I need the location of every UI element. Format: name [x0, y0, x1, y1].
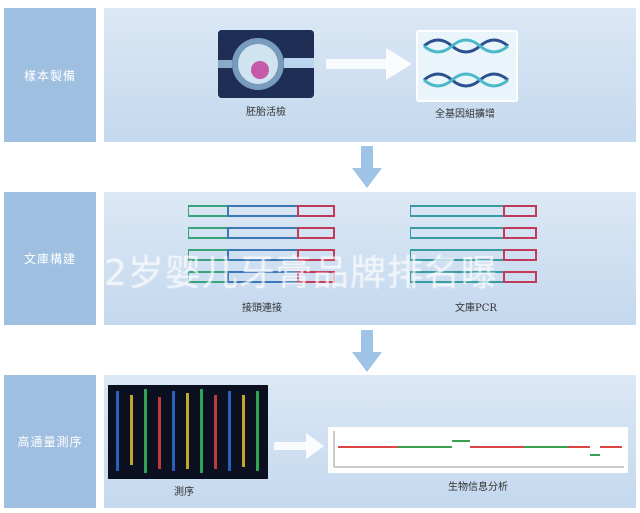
stage-panel-sequencing: 測序 生物信息分析	[104, 375, 636, 508]
caption-bioinformatics: 生物信息分析	[448, 482, 508, 493]
caption-embryo-biopsy: 胚胎活檢	[246, 107, 286, 118]
stage-library-construction: 文庫構建 接頭連接	[0, 192, 640, 325]
stage-label-sample-prep: 樣本製備	[4, 8, 96, 142]
cnv-plot-image	[328, 427, 628, 473]
down-arrow-icon	[352, 330, 382, 372]
stage-label-library-construction: 文庫構建	[4, 192, 96, 325]
stage-sequencing: 高通量測序 測序	[0, 375, 640, 508]
right-arrow-icon	[326, 48, 412, 80]
stage-label-sequencing: 高通量測序	[4, 375, 96, 508]
caption-adapter-ligation: 接頭連接	[242, 303, 282, 314]
caption-wga: 全基因組擴增	[435, 109, 495, 120]
dna-helix-image	[416, 30, 518, 102]
caption-library-pcr: 文庫PCR	[455, 303, 497, 314]
caption-sequencing: 測序	[174, 487, 194, 498]
sequencing-image	[108, 385, 268, 479]
embryo-biopsy-image	[218, 30, 314, 98]
stage-panel-sample-prep: 胚胎活檢 全基因組擴增	[104, 8, 636, 142]
right-arrow-icon	[274, 433, 324, 459]
stage-sample-prep: 樣本製備 胚胎活檢	[0, 8, 640, 142]
stage-panel-library-construction: 接頭連接 文庫PCR	[104, 192, 636, 325]
down-arrow-icon	[352, 146, 382, 188]
adapter-ligation-fragments	[188, 205, 335, 283]
library-pcr-fragments	[410, 205, 537, 283]
